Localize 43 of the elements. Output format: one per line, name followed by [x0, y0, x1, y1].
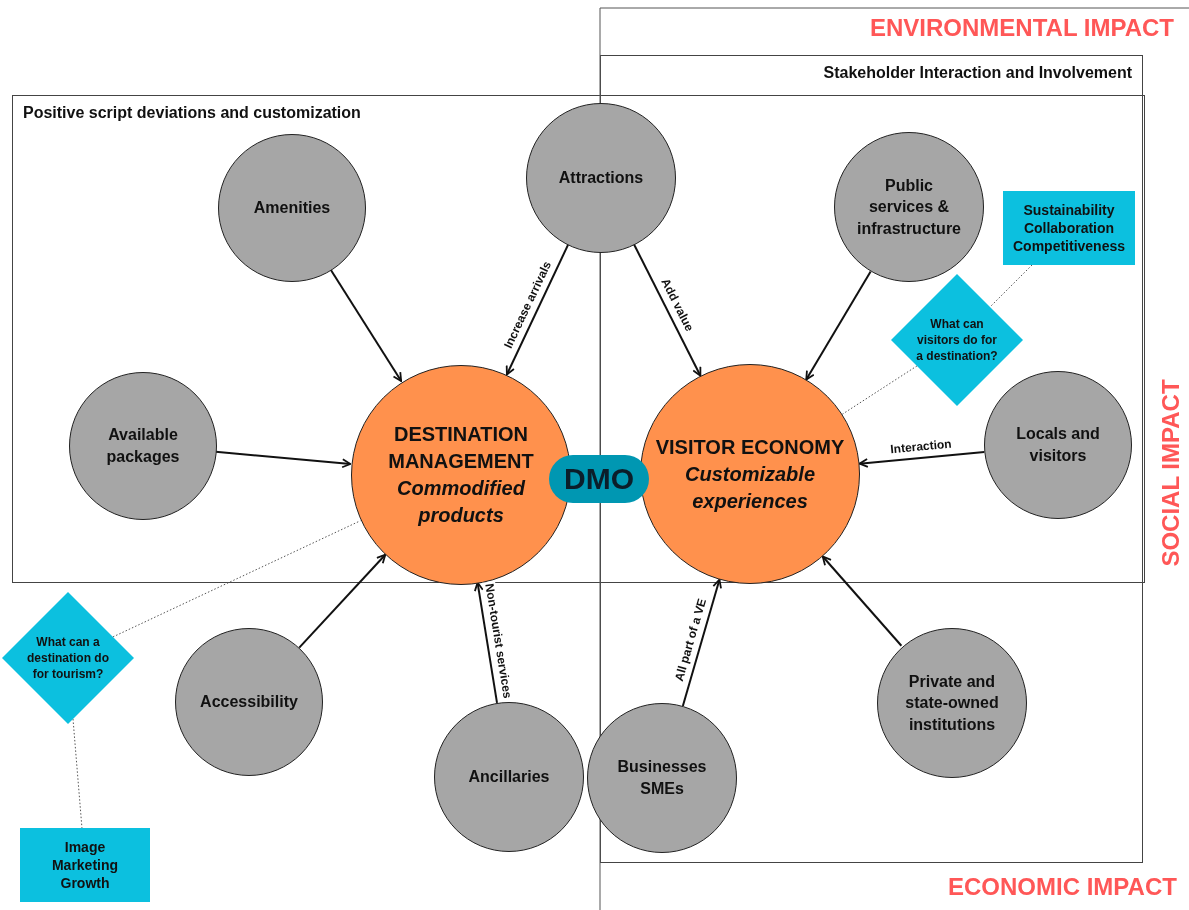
circle-text: Public services & infrastructure: [856, 175, 962, 239]
circle-text: Customizable experiences: [684, 461, 816, 514]
dotted-connector: [989, 264, 1033, 308]
group-title: Positive script deviations and customization: [23, 104, 361, 122]
circle-text: VISITOR ECONOMY: [654, 434, 846, 460]
diamond-text: What can a destination do for tourism?: [26, 633, 110, 683]
impact-label: ECONOMIC IMPACT: [948, 873, 1177, 901]
arrow: [214, 450, 352, 469]
group-title: Stakeholder Interaction and Involvement: [823, 64, 1132, 82]
circle-text: Accessibility: [199, 692, 299, 713]
dotted-connector: [112, 520, 361, 638]
dmo-badge: [549, 455, 649, 503]
circle-text: Locals and visitors: [1015, 424, 1101, 466]
arrow: [632, 242, 702, 377]
circle-text: Businesses SMEs: [616, 757, 708, 799]
impact-label: ENVIRONMENTAL IMPACT: [870, 14, 1174, 42]
box-text: Sustainability Collaboration Competitiveness: [1012, 200, 1127, 256]
arrow: [329, 268, 403, 383]
arrow: [805, 270, 872, 381]
impact-label: SOCIAL IMPACT: [1157, 379, 1185, 567]
circle-text: Attractions: [557, 168, 645, 189]
circle-text: DESTINATION MANAGEMENT: [387, 422, 535, 474]
theme-box: [1003, 191, 1135, 265]
arrow: [858, 450, 986, 468]
badge-text: DMO: [563, 460, 635, 497]
circle-text: Commodified products: [396, 476, 527, 528]
diamond-text: What can visitors do for a destination?: [915, 315, 999, 365]
arrow: [821, 555, 903, 647]
question-diamond: [891, 274, 1023, 406]
dotted-connector: [72, 718, 83, 829]
circle-text: Private and state-owned institutions: [904, 671, 1000, 735]
box-text: Image Marketing Growth: [50, 837, 120, 893]
dotted-connector: [841, 365, 918, 415]
circle-text: Ancillaries: [467, 767, 551, 788]
arrow: [505, 243, 569, 376]
arrow: [474, 581, 499, 704]
arrow: [681, 578, 722, 707]
edge-label: Interaction: [887, 437, 954, 457]
arrow: [298, 553, 387, 649]
circle-text: Amenities: [252, 198, 332, 219]
circle-text: Available packages: [105, 425, 181, 467]
question-diamond: [2, 592, 134, 724]
theme-box: [20, 828, 150, 902]
